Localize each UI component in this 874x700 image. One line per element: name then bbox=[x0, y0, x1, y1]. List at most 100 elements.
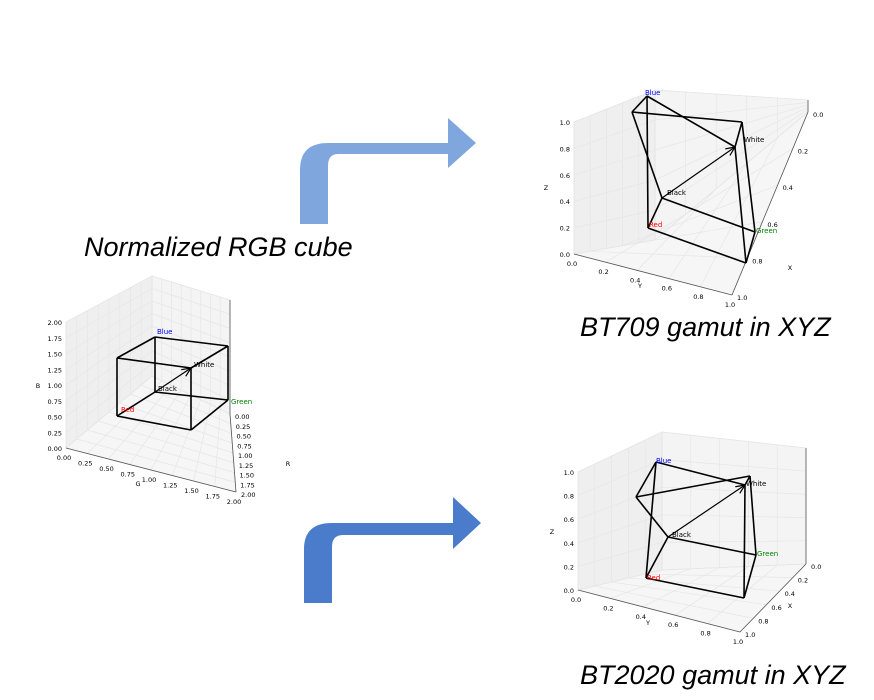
arrow-head bbox=[181, 367, 192, 371]
grid-line bbox=[642, 567, 720, 608]
grid-line bbox=[573, 119, 656, 149]
x-axis-line bbox=[739, 563, 807, 633]
gamut-edge bbox=[734, 146, 747, 264]
x-axis-label: R bbox=[286, 460, 291, 468]
bt709-gamut-plot: 0.00.20.40.60.81.00.00.20.40.60.81.00.00… bbox=[544, 89, 824, 309]
z-tick-label: 0.2 bbox=[560, 225, 570, 233]
arrow-to-bt2020 bbox=[304, 497, 481, 603]
gamut-edge bbox=[744, 475, 751, 486]
vertex-label-red: Red bbox=[121, 406, 134, 414]
gamut-edge bbox=[667, 536, 757, 556]
x-tick-label: 1.25 bbox=[239, 462, 253, 470]
grid-line bbox=[76, 438, 236, 483]
grid-line bbox=[605, 214, 686, 263]
gamut-edge bbox=[154, 336, 229, 347]
arrow-head bbox=[725, 146, 736, 150]
side-pane bbox=[573, 89, 656, 255]
grid-line bbox=[661, 431, 807, 449]
vertex-label-black: Black bbox=[667, 189, 687, 197]
z-tick-label: 0.4 bbox=[560, 198, 570, 206]
x-tick-label: 1.75 bbox=[240, 481, 254, 489]
z-tick-label: 0.2 bbox=[564, 563, 574, 571]
y-tick-label: 0.8 bbox=[693, 293, 703, 301]
vertex-label-blue: Blue bbox=[656, 457, 672, 465]
grid-line bbox=[645, 573, 793, 578]
y-tick-label: 1.25 bbox=[163, 482, 177, 490]
grid-line bbox=[577, 514, 663, 544]
vertex-label-black: Black bbox=[158, 385, 178, 393]
grid-line bbox=[577, 431, 663, 473]
x-tick-label: 0.6 bbox=[767, 221, 777, 229]
x-tick-label: 1.00 bbox=[238, 452, 252, 460]
black-to-white-arrow bbox=[154, 367, 192, 393]
grid-line bbox=[606, 221, 763, 249]
z-tick-label: 1.00 bbox=[48, 382, 62, 390]
gamut-edge bbox=[645, 461, 657, 579]
z-tick-label: 1.50 bbox=[48, 351, 62, 359]
gamut-edge bbox=[646, 95, 736, 148]
arrow-head bbox=[185, 367, 192, 377]
grid-line bbox=[654, 104, 809, 151]
y-axis-label: Y bbox=[645, 619, 650, 627]
gamut-edge bbox=[743, 484, 746, 599]
vertex-label-black: Black bbox=[672, 531, 692, 539]
grid-line bbox=[151, 300, 231, 329]
y-axis-line bbox=[577, 589, 741, 633]
y-tick-label: 1.50 bbox=[184, 487, 198, 495]
x-tick-label: 0.2 bbox=[798, 148, 808, 156]
gamut-edge bbox=[749, 475, 757, 556]
arrow-to-bt709 bbox=[300, 118, 476, 224]
y-tick-label: 0.4 bbox=[630, 276, 640, 284]
grid-line bbox=[171, 399, 202, 476]
y-axis-label: G bbox=[135, 480, 140, 488]
z-tick-label: 0.6 bbox=[564, 516, 574, 524]
grid-line bbox=[661, 563, 807, 571]
y-tick-label: 0.75 bbox=[121, 471, 135, 479]
x-tick-label: 1.50 bbox=[240, 472, 254, 480]
gamut-edge bbox=[655, 461, 746, 486]
vertex-label-green: Green bbox=[756, 227, 777, 235]
black-to-white-arrow bbox=[661, 146, 736, 199]
y-tick-label: 0.6 bbox=[662, 285, 672, 293]
x-tick-label: 1.0 bbox=[745, 631, 755, 639]
grid-line bbox=[65, 313, 153, 370]
grid-line bbox=[573, 209, 656, 228]
z-tick-label: 0.50 bbox=[48, 414, 62, 422]
grid-line bbox=[65, 300, 153, 354]
grid-line bbox=[661, 459, 807, 472]
bt2020-gamut-plot: 0.00.20.40.60.81.00.00.20.40.60.81.00.00… bbox=[550, 431, 821, 646]
z-tick-label: 1.25 bbox=[48, 366, 62, 374]
y-tick-label: 1.75 bbox=[206, 493, 220, 501]
z-tick-label: 0.8 bbox=[560, 145, 570, 153]
grid-line bbox=[65, 325, 153, 386]
y-tick-label: 0.4 bbox=[636, 613, 646, 621]
y-axis-line bbox=[573, 253, 733, 296]
y-tick-label: 1.0 bbox=[725, 301, 735, 309]
y-tick-label: 0.0 bbox=[567, 260, 577, 268]
gamut-edge bbox=[116, 415, 192, 431]
gamut-edge bbox=[116, 336, 156, 359]
y-axis-line bbox=[65, 447, 237, 493]
y-tick-label: 1.00 bbox=[142, 476, 156, 484]
gamut-edge bbox=[734, 121, 743, 148]
grid-line bbox=[573, 149, 656, 176]
x-axis-label: X bbox=[788, 602, 793, 610]
arrow-head bbox=[735, 484, 746, 488]
z-axis-label: Z bbox=[544, 184, 549, 192]
x-tick-label: 0.8 bbox=[752, 257, 762, 265]
z-tick-label: 1.75 bbox=[48, 335, 62, 343]
grid-line bbox=[573, 89, 656, 123]
x-tick-label: 0.00 bbox=[235, 413, 249, 421]
vertex-label-red: Red bbox=[649, 221, 662, 229]
rgb-cube-plot: 0.000.250.500.751.001.251.501.752.000.00… bbox=[36, 275, 291, 506]
grid-line bbox=[65, 288, 153, 339]
grid-line bbox=[577, 486, 663, 520]
gamut-edge bbox=[116, 391, 156, 417]
gamut-edge bbox=[645, 536, 669, 579]
x-tick-label: 1.0 bbox=[737, 294, 747, 302]
z-tick-label: 0.00 bbox=[48, 445, 62, 453]
vertex-label-blue: Blue bbox=[157, 328, 173, 336]
x-tick-label: 0.2 bbox=[798, 577, 808, 585]
z-tick-label: 0.0 bbox=[564, 587, 574, 595]
